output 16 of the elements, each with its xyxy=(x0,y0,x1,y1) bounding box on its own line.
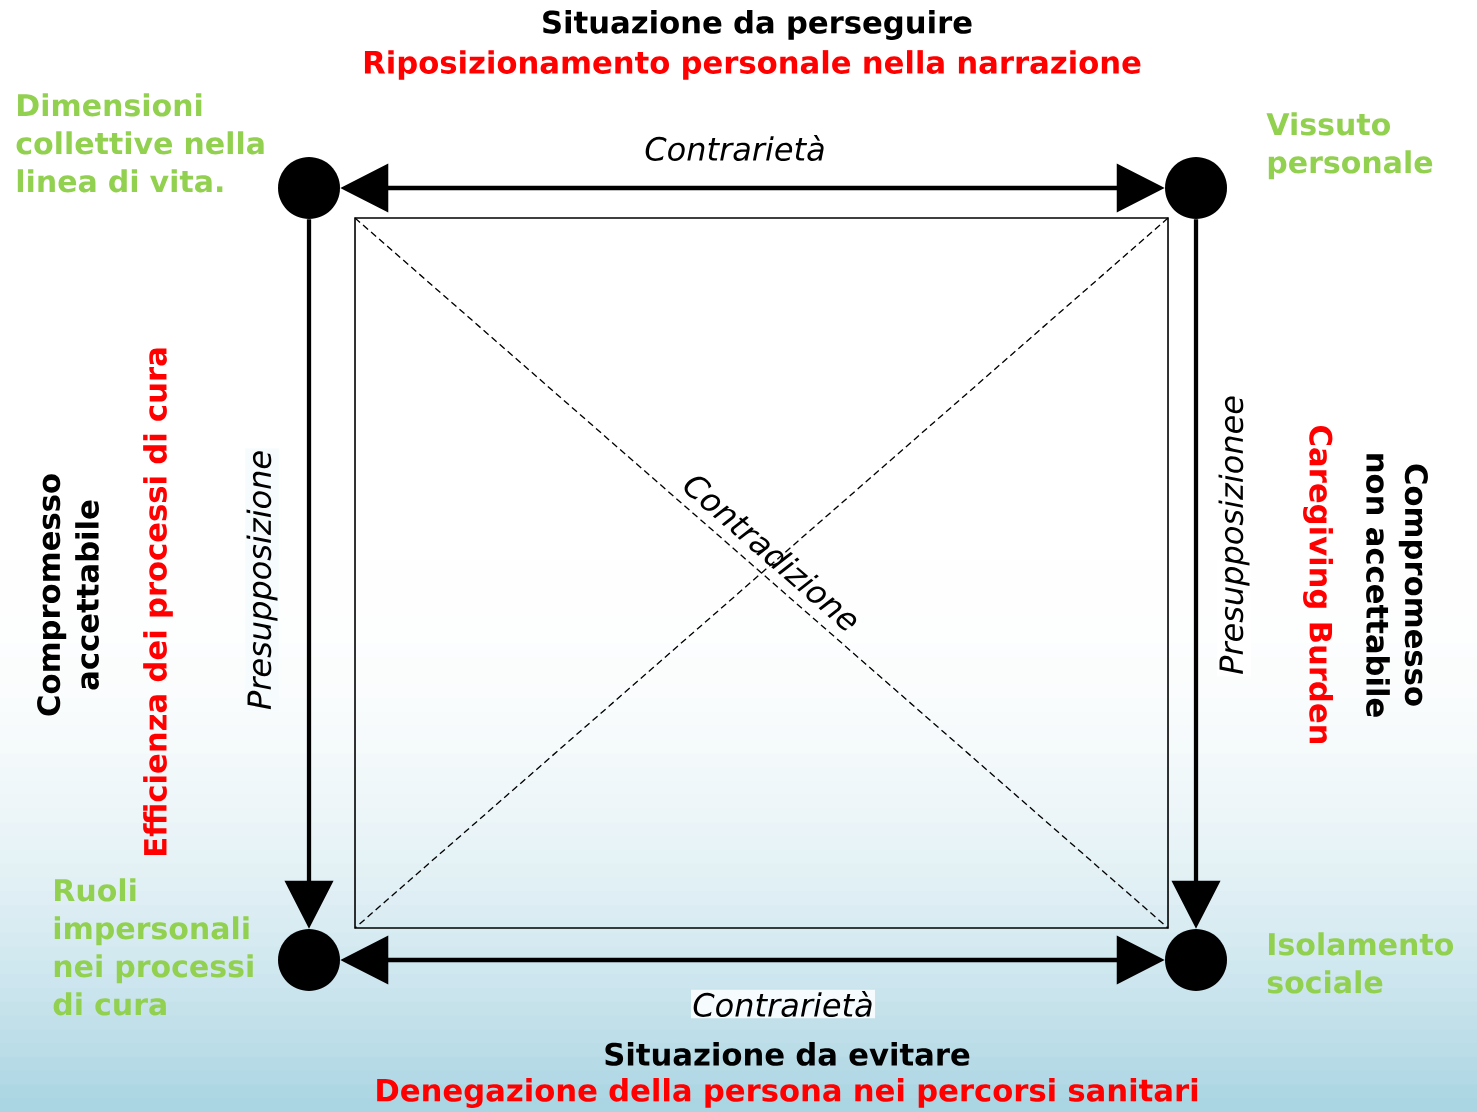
node-label: Ruoli impersonali nei processi di cura xyxy=(53,878,253,1016)
label: Compromesso non accettabile xyxy=(1366,454,1428,717)
label: Efficienza dei processi di cura xyxy=(143,348,173,855)
edge-label: Presupposizione xyxy=(245,448,279,712)
node-label: Isolamento sociale xyxy=(1267,932,1454,994)
label: Riposizionamento personale nella narrazione xyxy=(364,50,1141,80)
label: Compromesso accettabile xyxy=(37,474,99,716)
label: Denegazione della persona nei percorsi sanitari xyxy=(377,1078,1198,1108)
node-label: Dimensioni collettive nella linea di vita. xyxy=(16,93,264,193)
label: Caregiving Burden xyxy=(1303,426,1333,744)
node-label: Vissuto personale xyxy=(1266,112,1433,180)
edge-label: Contrarietà xyxy=(642,133,828,163)
label: Situazione da perseguire xyxy=(543,10,972,40)
label: Situazione da evitare xyxy=(605,1042,970,1066)
edge-label: Contrarietà xyxy=(690,989,876,1019)
edge-label: Presupposizionee xyxy=(1217,393,1251,677)
